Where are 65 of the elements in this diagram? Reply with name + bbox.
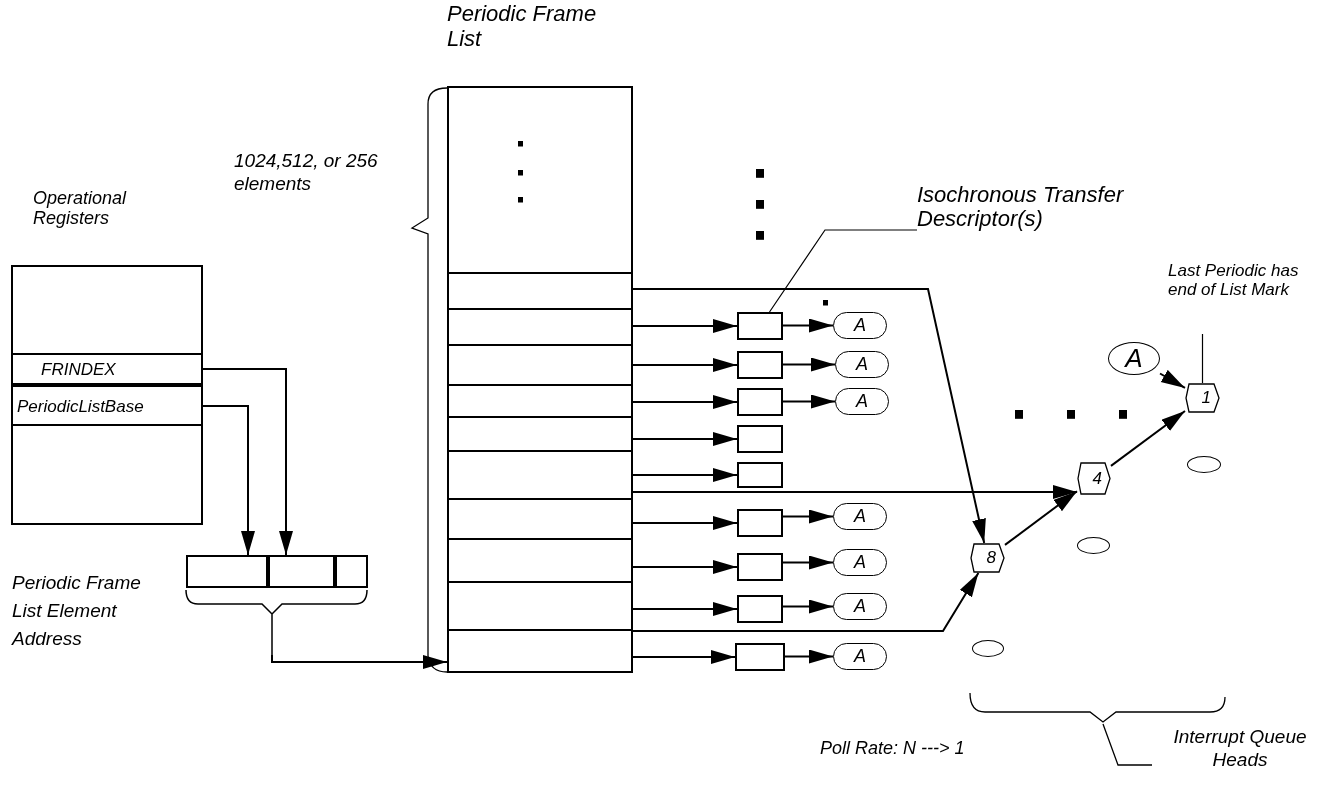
register-name: FRINDEX <box>41 360 116 380</box>
leader-line <box>768 229 918 313</box>
arrow <box>782 318 834 333</box>
arrow <box>784 649 834 664</box>
oval-marker <box>1187 456 1221 473</box>
oval-marker <box>1077 537 1110 554</box>
register-name: PeriodicListBase <box>17 396 144 417</box>
register-row <box>11 385 203 426</box>
arrow <box>782 509 834 524</box>
link-pill: A <box>833 549 887 576</box>
descriptor-box <box>737 388 783 416</box>
arrow <box>1004 490 1078 546</box>
arrow <box>632 319 738 333</box>
arrow <box>632 602 738 616</box>
descriptor-box <box>737 312 783 340</box>
arrow <box>632 572 980 632</box>
arrow <box>782 599 834 614</box>
note-text: 1024,512, or 256 elements <box>234 150 379 196</box>
descriptor-box <box>737 553 783 581</box>
descriptor-box <box>735 643 785 671</box>
register-row <box>11 353 203 385</box>
descriptor-box <box>737 509 783 537</box>
list-heading: Periodic Frame List <box>447 2 598 52</box>
arrow <box>632 432 738 446</box>
arrow <box>1110 410 1186 467</box>
arrow <box>632 358 738 372</box>
queue-interval: 8 <box>986 548 996 568</box>
queue-interval: 1 <box>1201 388 1211 408</box>
link-pill: A <box>833 593 887 620</box>
address-segment <box>268 555 335 588</box>
link-pill: A <box>835 388 889 415</box>
address-segment <box>186 555 268 588</box>
link-pill: A <box>835 351 889 378</box>
link-pill: A <box>833 312 887 339</box>
oval-marker <box>972 640 1004 657</box>
arrow <box>632 395 738 409</box>
arrow <box>202 405 255 556</box>
link-pill: A <box>833 503 887 530</box>
descriptor-box <box>737 462 783 488</box>
link-pill: A <box>833 643 887 670</box>
arrow <box>1159 369 1186 389</box>
note-text: Interrupt Queue Heads <box>1172 726 1308 772</box>
descriptor-box <box>737 351 783 379</box>
arrow <box>632 288 986 544</box>
callout-text: Last Periodic has end of List Mark <box>1168 262 1323 334</box>
arrow <box>632 560 738 574</box>
arrow <box>782 357 836 372</box>
block-heading: Operational Registers <box>33 188 128 229</box>
arrow <box>782 394 836 409</box>
arrow <box>632 468 738 482</box>
descriptor-box <box>737 595 783 623</box>
leader-line <box>1201 333 1204 384</box>
arrow <box>632 650 736 664</box>
callout-text: Isochronous Transfer Descriptor(s) <box>917 183 1207 243</box>
address-caption: Periodic Frame List Element Address <box>12 571 142 651</box>
arrow <box>202 368 293 556</box>
arrow <box>782 555 834 570</box>
queue-interval: 4 <box>1092 468 1102 489</box>
descriptor-box <box>737 425 783 453</box>
address-segment <box>335 555 368 588</box>
note-text: Poll Rate: N ---> 1 <box>820 738 966 760</box>
arrow <box>632 485 1078 499</box>
link-ellipse: A <box>1108 342 1160 375</box>
arrow <box>271 654 448 669</box>
arrow <box>632 516 738 530</box>
